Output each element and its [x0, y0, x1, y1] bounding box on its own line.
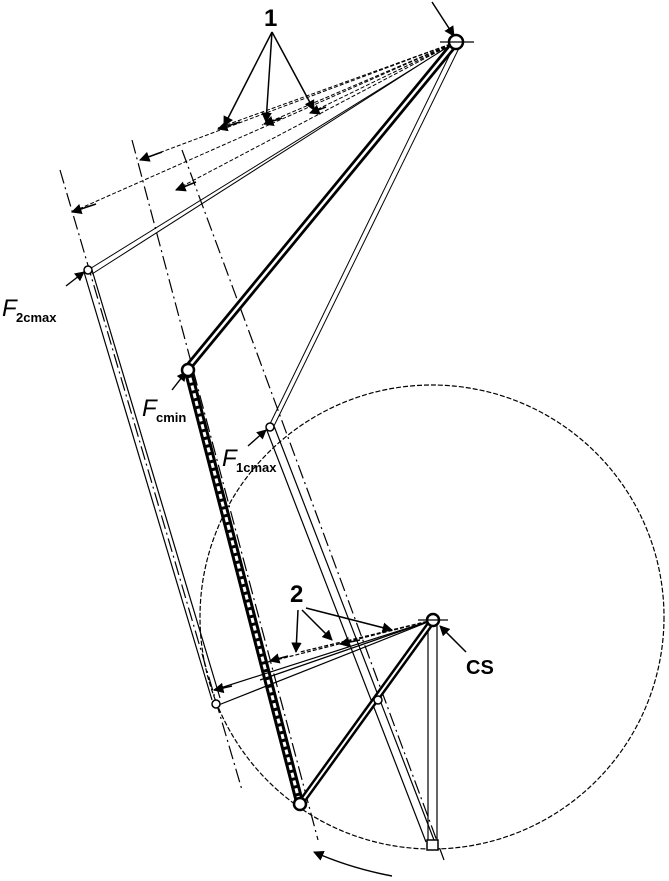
joint-f1cmax	[265, 422, 275, 432]
label-2-leaders	[291, 607, 394, 654]
main-link-upper	[182, 39, 460, 373]
cs-label: CS	[466, 657, 494, 679]
joint-crossing	[373, 695, 383, 705]
marker-1-label: 1	[264, 5, 277, 32]
f2cmax-label: F	[2, 295, 18, 322]
marker-2-label: 2	[290, 581, 303, 608]
ray-arrows-1	[71, 104, 327, 214]
rays-group-1	[71, 41, 461, 431]
f1cmax-label: F	[222, 445, 238, 472]
link-f2cmax	[83, 269, 221, 701]
rays-group-2	[213, 619, 434, 707]
cs-vertical-link	[427, 620, 438, 846]
main-link-lower	[183, 368, 305, 806]
joint-bottom-slider	[426, 839, 439, 851]
reference-lines	[59, 139, 445, 861]
ref-line-inner	[181, 149, 445, 861]
label-1-leaders	[223, 31, 315, 127]
f2cmax-subscript: 2cmax	[16, 310, 57, 325]
input-arrow	[431, 1, 455, 37]
f1cmax-subscript: 1cmax	[236, 460, 277, 475]
joint-left-lower	[211, 699, 221, 709]
joint-fcmin	[180, 362, 196, 378]
cs-arrow	[439, 625, 467, 653]
joints	[83, 33, 474, 851]
joint-f2cmax	[83, 265, 93, 275]
rotation-arrow	[313, 851, 393, 877]
crank-link	[297, 617, 436, 807]
link-f1cmax	[265, 425, 435, 843]
fcmin-label: F	[142, 395, 158, 422]
joint-lower-node	[292, 796, 308, 812]
ray-arrows-2	[212, 636, 361, 694]
ref-line-middle	[131, 139, 319, 841]
fcmin-subscript: cmin	[156, 410, 186, 425]
